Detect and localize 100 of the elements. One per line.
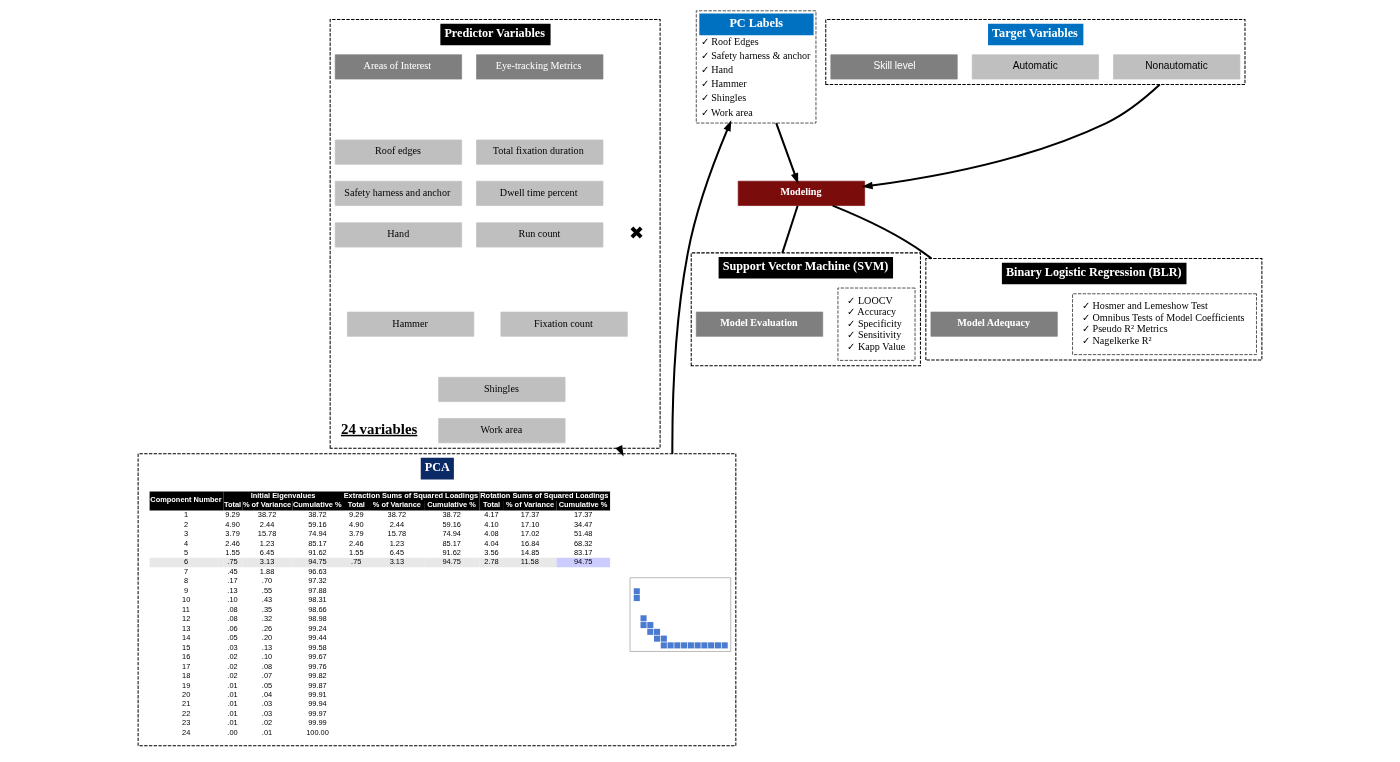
label: .01 (227, 708, 238, 718)
label: 98.31 (308, 595, 327, 605)
label: .01 (227, 718, 238, 728)
label: 97.32 (308, 576, 327, 586)
label: 94.75 (308, 557, 327, 567)
label: 15.78 (387, 529, 407, 539)
label: 4.90 (225, 519, 240, 529)
label: .01 (227, 689, 238, 699)
label: .32 (261, 614, 273, 624)
label: 2 (184, 519, 189, 529)
label: 99.87 (308, 680, 327, 690)
label: .07 (261, 671, 273, 681)
label: .03 (261, 699, 273, 709)
label: 91.62 (308, 547, 327, 557)
label: 2.44 (259, 519, 275, 529)
label: 7 (184, 566, 189, 576)
label: .70 (261, 576, 273, 586)
label: 6 (184, 557, 189, 567)
label: 99.91 (308, 689, 327, 699)
label: 18 (182, 671, 191, 681)
label: 99.58 (308, 642, 327, 652)
label: 12 (182, 614, 191, 624)
label: 38.72 (257, 510, 277, 520)
label: 16.84 (520, 538, 540, 548)
label: 9 (184, 585, 189, 595)
label: .02 (227, 661, 238, 671)
label: 9.29 (225, 510, 240, 520)
label: 22 (182, 708, 191, 718)
label: 51.48 (573, 529, 593, 539)
label: 99.99 (308, 718, 327, 728)
label: .10 (227, 595, 238, 605)
label: .20 (261, 633, 273, 643)
label: 24 (182, 727, 191, 737)
label: 97.88 (308, 585, 327, 595)
label: 38.72 (308, 510, 327, 520)
label: 98.98 (308, 614, 327, 624)
label: .01 (261, 727, 273, 737)
label: 1.88 (259, 566, 275, 576)
label: 99.24 (308, 623, 327, 633)
label: 3.79 (225, 529, 240, 539)
label: 4.08 (484, 529, 499, 539)
label: 3.79 (349, 529, 364, 539)
label: 74.94 (442, 529, 461, 539)
label: Total (347, 499, 365, 509)
label: 8 (184, 576, 189, 586)
label: 99.94 (308, 699, 327, 709)
label: 11 (182, 604, 190, 614)
label: .13 (227, 585, 238, 595)
label: .13 (261, 642, 273, 652)
label: 59.16 (308, 519, 327, 529)
label: 68.32 (573, 538, 593, 548)
label: 74.94 (308, 529, 327, 539)
label: % of Variance (505, 499, 555, 509)
label: .03 (261, 708, 273, 718)
label: 2.46 (349, 538, 364, 548)
label: 1.23 (389, 538, 405, 548)
label: .75 (227, 557, 238, 567)
label: 94.75 (442, 557, 461, 567)
label: Cumulative % (292, 499, 342, 509)
label: 2.78 (484, 557, 499, 567)
label: 14.85 (520, 547, 540, 557)
label: .08 (261, 661, 273, 671)
label: 38.72 (387, 510, 407, 520)
label: .08 (227, 614, 238, 624)
label: .00 (227, 727, 238, 737)
label: 85.17 (442, 538, 461, 548)
label: 14 (182, 633, 191, 643)
label: 2.44 (389, 519, 405, 529)
label: 5 (184, 547, 189, 557)
label: 38.72 (442, 510, 461, 520)
label: Rotation Sums of Squared Loadings (480, 490, 609, 500)
label: Extraction Sums of Squared Loadings (343, 490, 479, 500)
label: .35 (261, 604, 273, 614)
label: 1 (184, 510, 189, 520)
label: .02 (227, 671, 238, 681)
label: .43 (261, 595, 273, 605)
label: .17 (227, 576, 238, 586)
label: .05 (261, 680, 273, 690)
label: 99.76 (308, 661, 327, 671)
label: 15 (182, 642, 191, 652)
label: 20 (182, 689, 191, 699)
label: 3 (184, 529, 189, 539)
label: .04 (261, 689, 273, 699)
label: 99.82 (308, 671, 327, 681)
label: .02 (227, 652, 238, 662)
label: 4.10 (484, 519, 499, 529)
label: 10 (182, 595, 191, 605)
label: .01 (227, 680, 238, 690)
label: 1.23 (259, 538, 275, 548)
label: 16 (182, 652, 191, 662)
label: 21 (182, 699, 191, 709)
label: 4 (184, 538, 189, 548)
label: .05 (227, 633, 238, 643)
label: 17.10 (520, 519, 540, 529)
label: .06 (227, 623, 238, 633)
label: 3.13 (259, 557, 275, 567)
label: 3.13 (389, 557, 405, 567)
label: 2.46 (225, 538, 240, 548)
label: 13 (182, 623, 191, 633)
label: 100.00 (306, 727, 329, 737)
